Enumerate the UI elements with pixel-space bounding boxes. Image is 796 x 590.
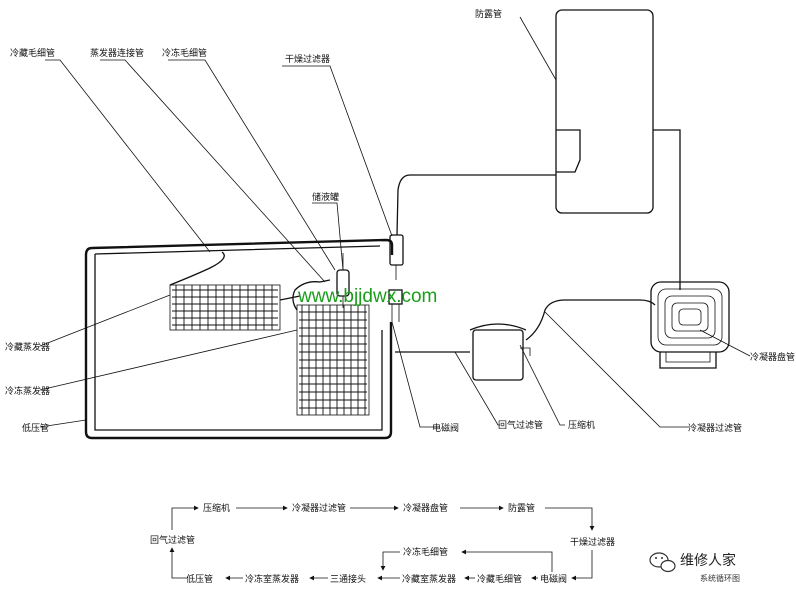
label-refrig-evaporator: 冷藏蒸发器 [5, 341, 50, 353]
label-liquid-tank: 储液罐 [312, 191, 339, 203]
label-dry-filter: 干燥过滤器 [285, 53, 330, 65]
cabinet-loop [84, 238, 394, 440]
label-compressor: 压缩机 [568, 419, 595, 431]
branding: 维修人家 系统循环图 [649, 552, 740, 583]
component-labels: 防露管 冷藏毛细管 蒸发器连接管 冷冻毛细管 干燥过滤器 储液罐 冷藏蒸发器 冷… [5, 8, 795, 434]
flow-freeze-evaporator: 冷冻室蒸发器 [245, 573, 299, 585]
dry-filter [388, 234, 404, 322]
compressor-unit [395, 299, 656, 381]
freeze-evaporator-coil [292, 279, 370, 416]
brand-name: 维修人家 [680, 552, 736, 569]
label-solenoid-valve: 电磁阀 [432, 422, 459, 434]
label-evap-connect-pipe: 蒸发器连接管 [90, 47, 144, 59]
label-condenser-transition: 冷凝器过滤管 [688, 422, 742, 434]
flow-return-gas: 回气过滤管 [150, 534, 195, 546]
flow-refrig-capillary: 冷藏毛细管 [477, 573, 522, 585]
anti-dew-pipe-frame [396, 9, 681, 290]
brand-caption: 系统循环图 [700, 573, 740, 583]
label-anti-dew-pipe: 防露管 [475, 8, 502, 20]
label-refrig-capillary: 冷藏毛细管 [10, 47, 55, 59]
label-freeze-capillary: 冷冻毛细管 [162, 47, 207, 59]
flow-dry-filter: 干燥过滤器 [570, 536, 615, 548]
label-freeze-evaporator: 冷冻蒸发器 [5, 385, 50, 397]
flow-condenser-transition: 冷凝器过滤管 [292, 502, 346, 514]
condenser-tray-coil [650, 281, 730, 369]
leader-lines [39, 16, 751, 428]
label-low-pressure-pipe: 低压管 [22, 422, 49, 434]
flow-low-pressure: 低压管 [186, 573, 213, 585]
refrig-evaporator-coil [169, 251, 301, 331]
flow-compressor: 压缩机 [203, 502, 230, 514]
watermark-url: www.bjjdwx.com [297, 286, 437, 307]
flow-refrig-evaporator: 冷藏室蒸发器 [402, 573, 456, 585]
label-return-gas-pipe: 回气过滤管 [498, 419, 543, 431]
flow-freeze-capillary: 冷冻毛细管 [403, 546, 448, 558]
flow-condenser-tray: 冷凝器盘管 [403, 502, 448, 514]
flow-anti-dew: 防露管 [508, 502, 535, 514]
flow-tee: 三通接头 [330, 573, 366, 585]
flow-solenoid: 电磁阀 [540, 573, 567, 585]
label-condenser-tray: 冷凝器盘管 [750, 351, 795, 363]
flow-diagram: 压缩机 冷凝器过滤管 冷凝器盘管 防露管 干燥过滤器 电磁阀 冷藏毛细管 冷藏室… [150, 502, 615, 585]
wechat-icon [649, 552, 676, 573]
